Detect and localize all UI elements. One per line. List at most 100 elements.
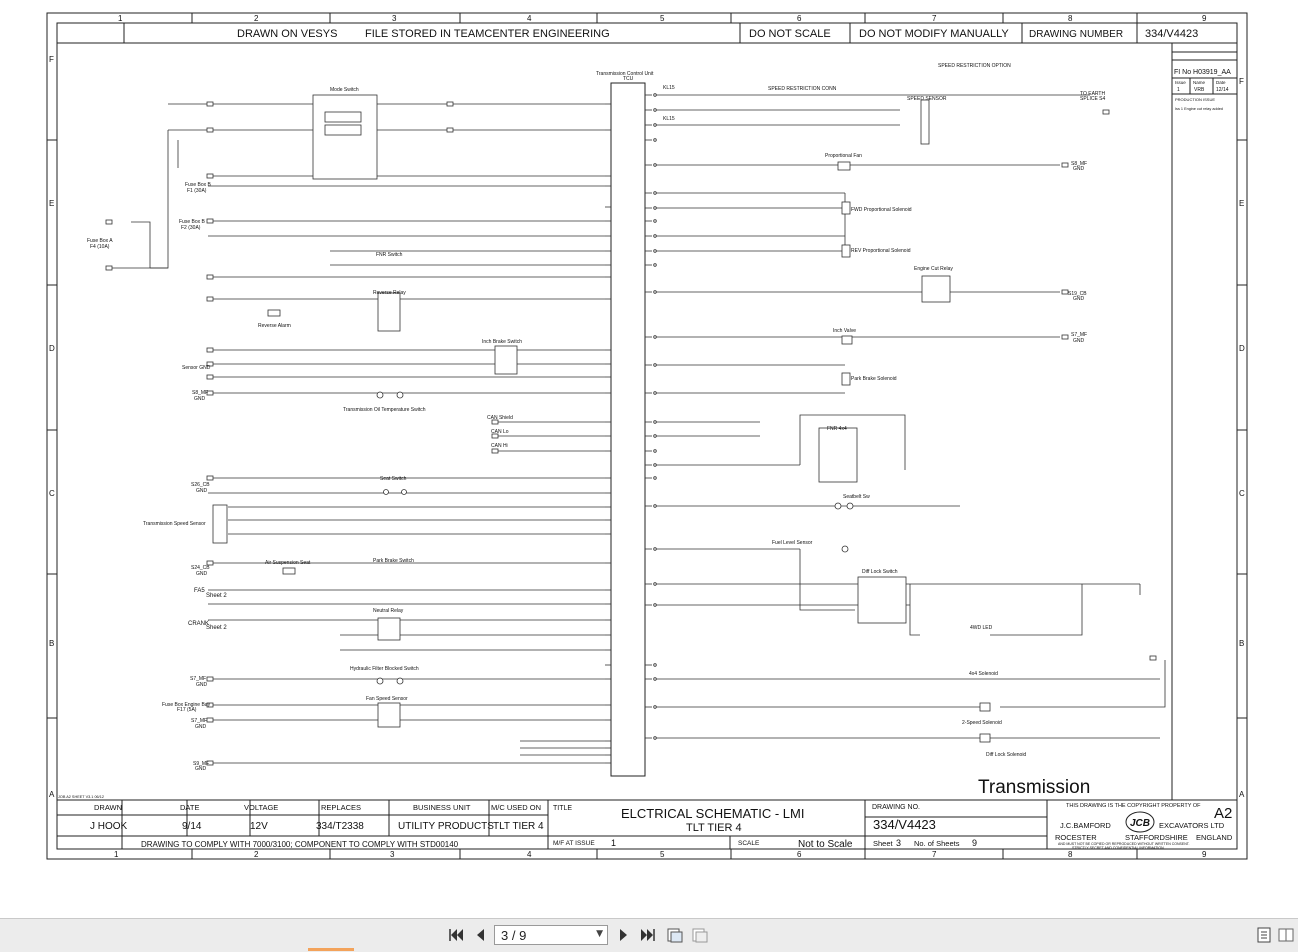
tcu-pin bbox=[653, 705, 657, 709]
gnd-label: GND bbox=[195, 724, 207, 730]
seat-contact bbox=[401, 489, 407, 495]
fnr-4x4-label: FNR 4x4 bbox=[827, 426, 847, 432]
col-label: 9 bbox=[1202, 14, 1207, 23]
neutral-relay-label: Neutral Relay bbox=[373, 608, 404, 614]
connector-terminal bbox=[1061, 334, 1069, 340]
tb-nsheets-label: No. of Sheets bbox=[914, 839, 960, 848]
revision-note: Iss 1 Engine cut relay added bbox=[1175, 107, 1223, 111]
col-label: 1 bbox=[118, 14, 123, 23]
fnr-4x4-box bbox=[818, 427, 858, 483]
prop-fan-label: Proportional Fan bbox=[825, 153, 862, 159]
tcu-pin bbox=[653, 123, 657, 127]
speed-restriction-conn: SPEED RESTRICTION CONN bbox=[768, 86, 837, 92]
s24-cb-label: S24_CB bbox=[191, 565, 210, 571]
can-lo-label: CAN Lo bbox=[491, 429, 509, 435]
row-label: A bbox=[1239, 790, 1245, 799]
two-speed-sol-label: 2-Speed Solenoid bbox=[962, 720, 1002, 726]
connector-terminal bbox=[206, 676, 214, 682]
tb-loc-2: STAFFORDSHIRE bbox=[1125, 833, 1188, 842]
seatbelt-label: Seatbelt Sw bbox=[843, 494, 870, 500]
gnd-label: GND bbox=[195, 766, 207, 772]
tb-mc-header: M/C USED ON bbox=[491, 803, 541, 812]
connector-terminal bbox=[491, 448, 499, 454]
row-label: C bbox=[1239, 489, 1245, 498]
two-page-icon[interactable] bbox=[1278, 927, 1294, 943]
tcu-pin bbox=[653, 736, 657, 740]
speed-sensor-box bbox=[920, 99, 930, 145]
s8-mf-label: S8_MF bbox=[192, 390, 208, 396]
tb-title-1: ELCTRICAL SCHEMATIC - LMI bbox=[621, 806, 804, 821]
connector-terminal bbox=[206, 361, 214, 367]
rev-date: 12/14 bbox=[1216, 87, 1229, 93]
fuse-b2-label: Fuse Box B bbox=[179, 219, 206, 225]
fuse-b1-label: Fuse Box B bbox=[185, 182, 212, 188]
tcu-pin bbox=[653, 391, 657, 395]
tb-dwg-header: DRAWING NO. bbox=[872, 804, 920, 811]
tcu-pin bbox=[653, 206, 657, 210]
col-label: 5 bbox=[660, 850, 665, 859]
tcu-pin bbox=[653, 434, 657, 438]
s19-cb-label: S19_CB bbox=[1068, 291, 1087, 297]
wiring bbox=[107, 94, 1166, 764]
fa5-label: FA5 bbox=[194, 588, 205, 594]
neutral-relay-box bbox=[377, 617, 401, 641]
to-earth-label: TO EARTH bbox=[1080, 91, 1105, 97]
tb-drawn: J HOOK bbox=[90, 821, 128, 832]
connector-terminal bbox=[206, 173, 214, 179]
tcu-pin bbox=[653, 163, 657, 167]
col-label: 4 bbox=[527, 850, 532, 859]
col-label: 1 bbox=[114, 850, 119, 859]
page-number-select[interactable]: 3 / 9 ▼ bbox=[494, 925, 608, 945]
tcu-pin bbox=[653, 138, 657, 142]
row-label: F bbox=[49, 55, 54, 64]
job-sheet-ref: JOB A2 SHEET V3.1 06/12 bbox=[58, 795, 104, 799]
seat-switch-label: Seat Switch bbox=[380, 476, 407, 482]
connector-terminal bbox=[206, 475, 214, 481]
fuse-b1-sub: F1 (30A) bbox=[187, 188, 207, 194]
tcu-pin bbox=[653, 476, 657, 480]
diff-lock-sol-box bbox=[979, 733, 991, 743]
oil-temp-contact bbox=[396, 391, 404, 399]
fourx4-sol-label: 4x4 Solenoid bbox=[969, 671, 998, 677]
oil-temp-contact bbox=[376, 391, 384, 399]
fnr-switch-label: FNR Switch bbox=[376, 252, 403, 258]
tb-scale-label: SCALE bbox=[738, 840, 760, 847]
tcu-sub: TCU bbox=[623, 76, 634, 82]
engine-cut-relay-box bbox=[921, 275, 951, 303]
tb-comply: DRAWING TO COMPLY WITH 7000/3100; COMPON… bbox=[141, 840, 459, 849]
row-label: B bbox=[49, 639, 54, 648]
gnd-label: GND bbox=[1073, 166, 1085, 172]
next-page-icon[interactable] bbox=[614, 926, 634, 944]
fit-page-icon[interactable] bbox=[667, 927, 683, 943]
connector-terminal bbox=[1149, 655, 1157, 661]
drawing-number: 334/V4423 bbox=[1145, 28, 1198, 40]
fit-width-icon[interactable] bbox=[692, 927, 708, 943]
single-page-icon[interactable] bbox=[1256, 927, 1272, 943]
fuel-level-label: Fuel Level Sensor bbox=[772, 540, 813, 546]
row-label: E bbox=[49, 199, 54, 208]
tcu-pin bbox=[653, 263, 657, 267]
prev-page-icon[interactable] bbox=[470, 926, 490, 944]
connector-terminal bbox=[1061, 162, 1069, 168]
last-page-icon[interactable] bbox=[638, 926, 658, 944]
connector-terminal bbox=[206, 760, 214, 766]
connector-terminal bbox=[206, 560, 214, 566]
inch-valve-box bbox=[841, 335, 853, 345]
tcu-pin bbox=[653, 335, 657, 339]
seat-contact bbox=[383, 489, 389, 495]
connector-terminal bbox=[446, 127, 454, 133]
first-page-icon[interactable] bbox=[446, 926, 466, 944]
row-label: C bbox=[49, 489, 55, 498]
tb-fine-2: STRICTLY SECRET AND CONFIDENTIAL INFORMA… bbox=[1072, 846, 1164, 850]
wire bbox=[990, 584, 1083, 636]
s26-cb-label: S26_CB bbox=[191, 482, 210, 488]
fuel-level-sensor bbox=[841, 545, 849, 553]
row-label: D bbox=[1239, 344, 1245, 353]
col-label: 8 bbox=[1068, 14, 1073, 23]
tb-copyright: THIS DRAWING IS THE COPYRIGHT PROPERTY O… bbox=[1066, 803, 1201, 809]
row-label: A bbox=[49, 790, 55, 799]
connector-terminal bbox=[206, 101, 214, 107]
row-label: E bbox=[1239, 199, 1244, 208]
tcu-title: Transmission Control Unit bbox=[596, 71, 654, 77]
tb-sheet-label: Sheet bbox=[873, 839, 894, 848]
